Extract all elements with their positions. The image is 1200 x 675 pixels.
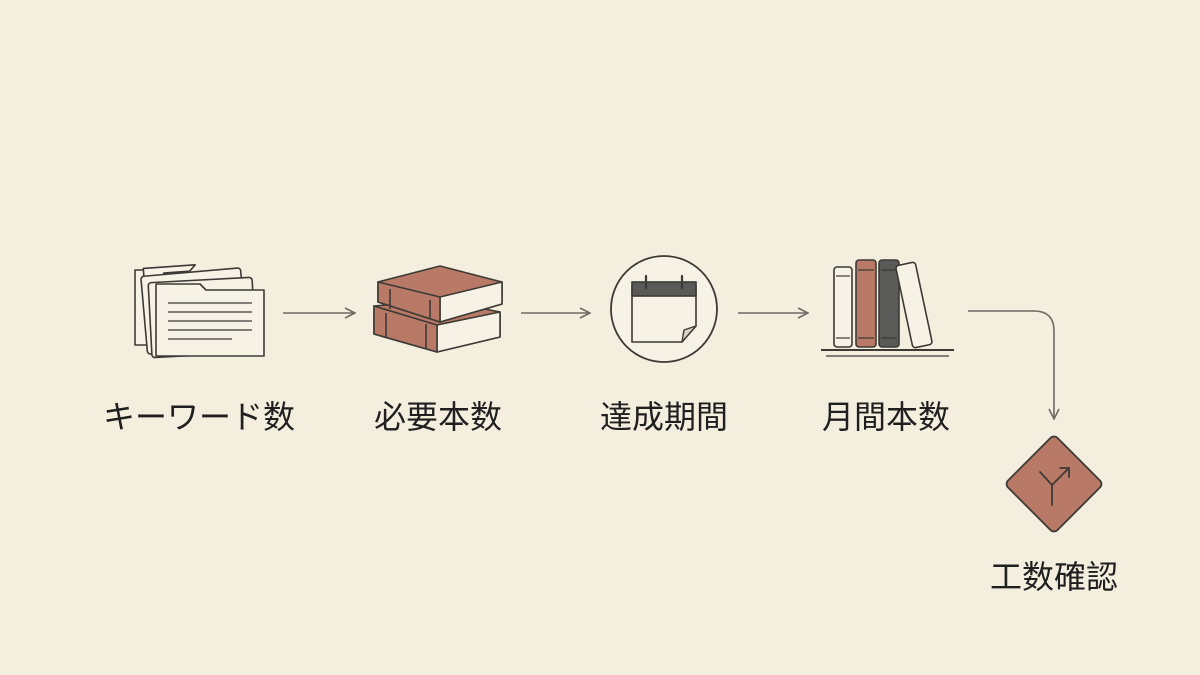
arrow-4	[968, 310, 1054, 419]
calendar-icon	[610, 255, 718, 363]
step-label-workload-check: 工数確認	[989, 558, 1119, 596]
books-stack-icon	[373, 265, 503, 353]
bookshelf-icon	[821, 259, 954, 357]
step-label-required-articles: 必要本数	[373, 398, 503, 436]
folders-icon	[134, 264, 265, 359]
decision-diamond-icon	[1005, 435, 1103, 533]
step-label-keyword-count: キーワード数	[102, 398, 296, 436]
step-label-monthly-articles: 月間本数	[821, 398, 951, 436]
step-label-achievement-period: 達成期間	[599, 398, 729, 436]
